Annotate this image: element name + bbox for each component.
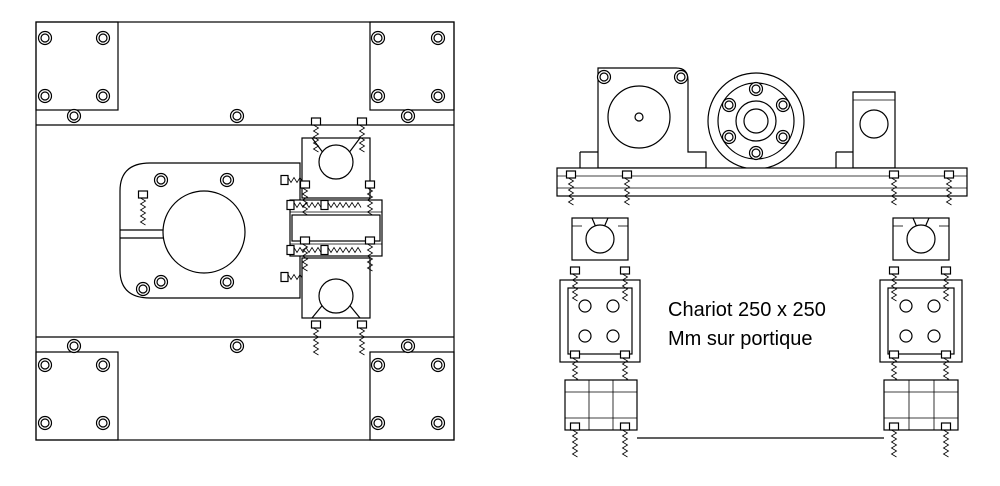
corner-plate-tr — [369, 21, 455, 111]
spindle-clamp — [119, 162, 322, 299]
caption-line-1: Chariot 250 x 250 — [668, 299, 826, 321]
corner-plate-br — [369, 351, 455, 441]
spindle-flange — [707, 72, 805, 170]
carriage-assembly — [286, 117, 383, 356]
left-carriage-block — [559, 279, 641, 363]
base-frame — [35, 21, 455, 441]
front-view: Chariot 250 x 250 Mm sur portique — [556, 67, 968, 458]
top-beam — [556, 167, 968, 197]
caption-line-2: Mm sur portique — [668, 328, 813, 350]
top-view — [35, 21, 455, 441]
